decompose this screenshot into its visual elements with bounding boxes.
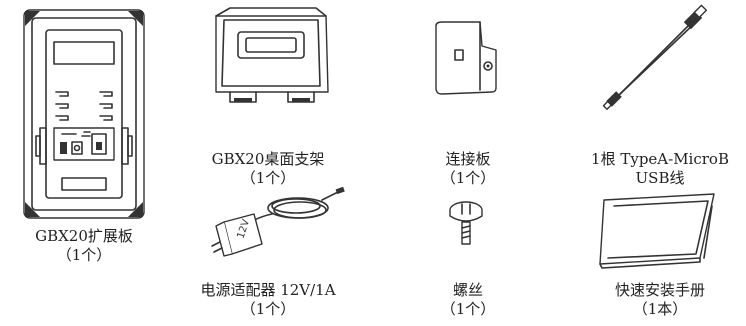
item-name: 快速安装手册 <box>614 281 706 299</box>
item-qty: （1个） <box>440 169 496 187</box>
caption-power-adapter: 电源适配器 12V/1A （1个） <box>200 281 335 319</box>
connecting-board-illustration <box>434 20 504 100</box>
item-name: GBX20扩展板 <box>35 227 133 245</box>
usb-cable-illustration <box>596 4 716 112</box>
caption-desktop-stand: GBX20桌面支架 （1个） <box>212 150 325 188</box>
item-qty: （1个） <box>240 300 296 318</box>
caption-connecting-board: 连接板 （1个） <box>441 150 496 188</box>
screw-illustration <box>446 200 486 248</box>
desktop-stand-illustration <box>210 6 334 110</box>
item-name: 电源适配器 12V/1A <box>200 281 336 299</box>
caption-usb-cable: 1根 TypeA-MicroB USB线 <box>591 150 729 188</box>
item-name: 螺丝 <box>452 281 484 299</box>
item-qty: （1个） <box>240 169 296 187</box>
item-qty: （1个） <box>440 300 496 318</box>
item-qty: （1本） <box>632 300 688 318</box>
caption-quick-guide: 快速安装手册 （1本） <box>615 281 705 319</box>
caption-expansion-board: GBX20扩展板 （1个） <box>35 227 133 265</box>
power-adapter-illustration: 12V <box>210 186 350 268</box>
gbx20-expansion-board-illustration <box>22 8 146 220</box>
quick-guide-illustration <box>596 192 722 269</box>
item-name: 连接板 <box>445 150 491 168</box>
item-name-line2: USB线 <box>635 169 685 187</box>
item-qty: （1个） <box>56 246 112 264</box>
caption-screw: 螺丝 （1个） <box>441 281 496 319</box>
item-name: GBX20桌面支架 <box>211 150 325 168</box>
item-name: 1根 TypeA-MicroB <box>591 150 729 168</box>
